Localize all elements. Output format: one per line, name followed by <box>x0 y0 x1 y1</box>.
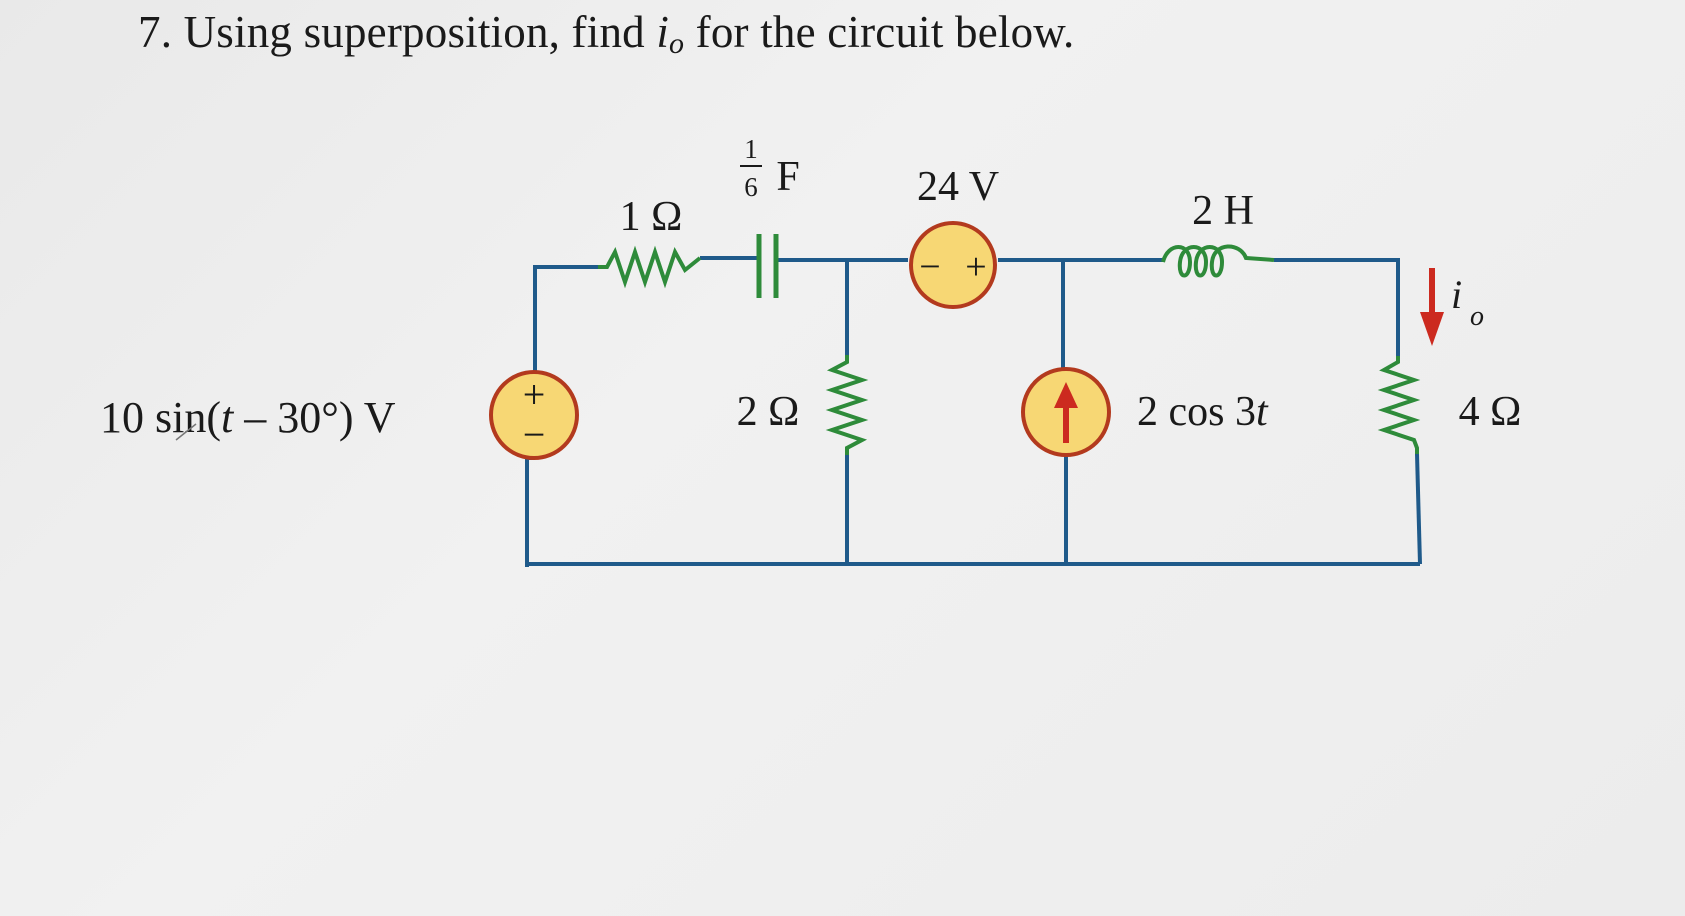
label-2-ohm: 2 Ω <box>737 389 800 435</box>
current-io-arrow <box>1420 268 1444 346</box>
problem-text-before: Using superposition, find <box>183 7 645 57</box>
voltage-source-24v: − + <box>909 221 997 309</box>
label-cap-unit: F <box>776 154 799 200</box>
problem-variable: i <box>656 7 670 57</box>
circuit-wires <box>525 256 1422 567</box>
label-2h: 2 H <box>1192 188 1254 234</box>
label-4-ohm: 4 Ω <box>1459 389 1522 435</box>
label-1-ohm: 1 Ω <box>620 194 683 240</box>
current-source <box>1021 367 1111 457</box>
pen-mark <box>175 423 197 441</box>
label-cap-den: 6 <box>744 172 758 202</box>
label-24v: 24 V <box>917 164 999 210</box>
wire-inductor-right <box>1274 258 1400 356</box>
inductor-2h <box>1161 244 1275 278</box>
current-source-arrow-head <box>1054 382 1078 408</box>
resistor-1-ohm <box>598 245 702 289</box>
wire-r4-bottom <box>1415 453 1422 565</box>
label-cap-num: 1 <box>744 134 758 164</box>
problem-number: 7. <box>138 7 173 57</box>
voltage-source-ac-minus: − <box>523 412 546 457</box>
voltage-source-ac-plus: + <box>523 372 546 417</box>
voltage-source-ac: + − <box>489 370 579 460</box>
voltage-source-ac-circle <box>489 370 579 460</box>
current-io-arrow-head <box>1420 312 1444 346</box>
label-ac-source: 10 sin(t – 30°) V <box>100 393 396 442</box>
label-io-sub: o <box>1470 301 1484 332</box>
resistor-2-ohm <box>825 355 869 455</box>
capacitor <box>756 234 779 298</box>
wire-left-top <box>533 265 598 298</box>
voltage-source-24v-circle <box>909 221 997 309</box>
problem-variable-sub: o <box>669 27 685 60</box>
voltage-source-24v-plus: + <box>965 246 986 288</box>
voltage-source-24v-minus: − <box>919 246 940 288</box>
resistor-4-ohm <box>1377 356 1421 454</box>
wire-left-lower <box>525 456 535 567</box>
label-current-source: 2 cos 3t <box>1137 389 1269 435</box>
label-io-symbol: i <box>1451 272 1462 317</box>
problem-text-after: for the circuit below. <box>695 7 1075 57</box>
problem-statement: 7. Using superposition, find io for the … <box>138 6 1075 61</box>
